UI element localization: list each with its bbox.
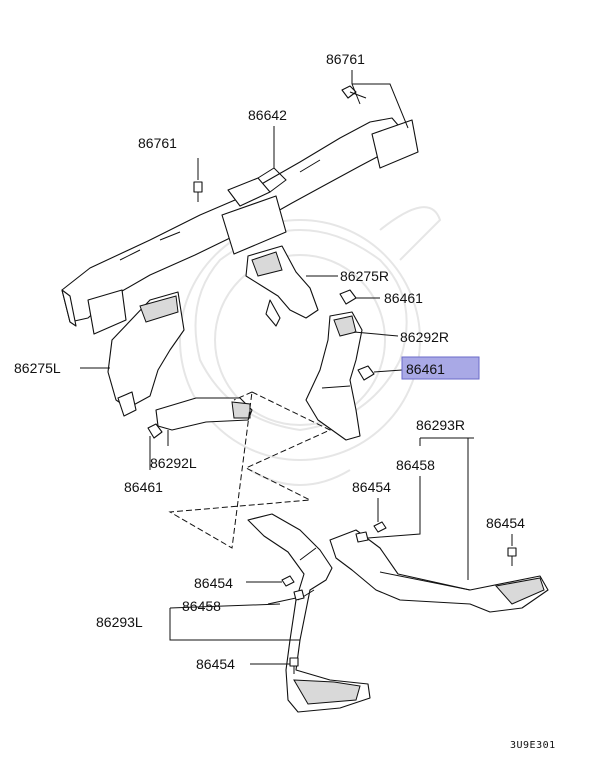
figure-code: 3U9E301 (510, 740, 556, 751)
label-86293l[interactable]: 86293L (96, 614, 143, 630)
label-86292r[interactable]: 86292R (400, 329, 449, 345)
clip-86461-highlighted[interactable] (357, 365, 375, 381)
label-86454-a[interactable]: 86454 (352, 479, 391, 495)
duct-86275l[interactable] (107, 291, 185, 417)
label-86761-top[interactable]: 86761 (326, 51, 365, 67)
label-86458-left[interactable]: 86458 (182, 598, 221, 614)
duct-86292r[interactable] (305, 311, 363, 441)
label-86275r[interactable]: 86275R (340, 268, 389, 284)
label-86461-highlighted[interactable]: 86461 (406, 361, 445, 377)
label-86454-b[interactable]: 86454 (486, 515, 525, 531)
duct-86275r[interactable] (245, 245, 319, 327)
screw-86454-c[interactable] (281, 575, 295, 587)
part-number-highlight (401, 356, 480, 380)
bolt-86761-left[interactable] (193, 181, 203, 202)
label-86461-right[interactable]: 86461 (384, 290, 423, 306)
label-86761-left[interactable]: 86761 (138, 135, 177, 151)
duct-86293l[interactable] (247, 513, 371, 713)
screw-86454-b[interactable] (507, 547, 517, 566)
label-86454-c[interactable]: 86454 (194, 575, 233, 591)
label-86458-right[interactable]: 86458 (396, 457, 435, 473)
clip-86461-left[interactable] (147, 423, 163, 439)
duct-86293r[interactable] (329, 529, 549, 613)
clip-86458-right[interactable] (355, 531, 369, 543)
label-86642[interactable]: 86642 (248, 107, 287, 123)
duct-86292l[interactable] (155, 397, 253, 431)
main-duct-86642[interactable] (61, 117, 419, 335)
watermark-emblem (179, 206, 442, 486)
label-86461-left[interactable]: 86461 (124, 479, 163, 495)
label-86454-d[interactable]: 86454 (196, 656, 235, 672)
screw-86454-d[interactable] (289, 657, 299, 674)
bolt-86761-top[interactable] (341, 85, 367, 99)
label-86292l[interactable]: 86292L (150, 455, 197, 471)
clip-86458-left[interactable] (293, 589, 305, 601)
screw-86454-a[interactable] (373, 521, 387, 533)
label-86275l[interactable]: 86275L (14, 360, 61, 376)
clip-86461-right[interactable] (339, 289, 357, 305)
label-86293r[interactable]: 86293R (416, 417, 465, 433)
